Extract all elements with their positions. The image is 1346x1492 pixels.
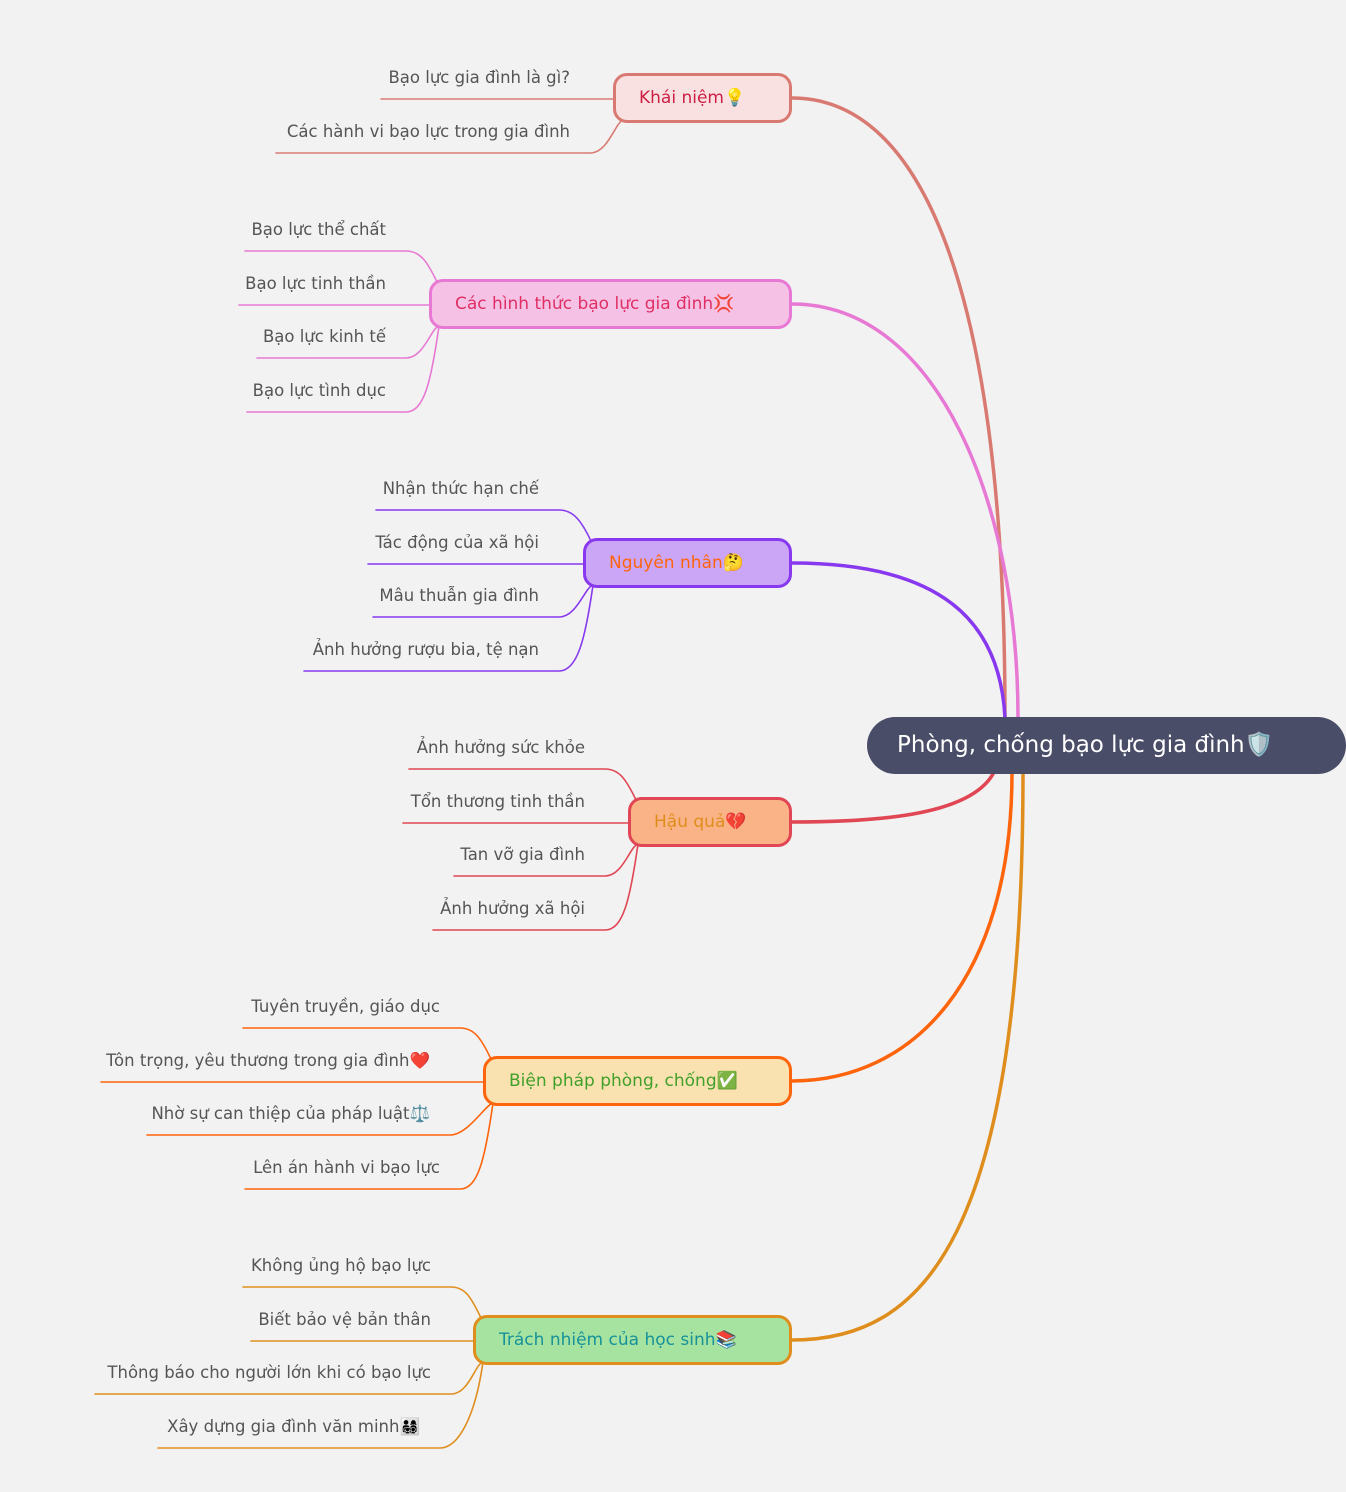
leaf-item[interactable]: Lên án hành vi bạo lực [253,1158,440,1177]
leaf-item[interactable]: Ảnh hưởng sức khỏe [416,738,585,757]
branch-connector [790,770,1025,1342]
leaf-item[interactable]: Xây dựng gia đình văn minh👨‍👩‍👧‍👦 [167,1417,420,1436]
leaf-item[interactable]: Thông báo cho người lớn khi có bạo lực [107,1363,431,1382]
leaf-connector [432,843,639,931]
leaf-item[interactable]: Ảnh hưởng rượu bia, tệ nạn [312,640,539,659]
leaf-connector [242,1286,482,1319]
branch-khai-niem[interactable]: Khái niệm💡 [613,73,792,123]
root-node[interactable]: Phòng, chống bạo lực gia đình🛡️ [867,717,1346,774]
leaf-connector [246,325,440,413]
branch-connector [790,768,997,824]
leaf-connector [157,1361,484,1449]
leaf-connector [375,509,592,542]
leaf-connector [303,584,594,672]
leaf-item[interactable]: Tuyên truyền, giáo dục [251,997,440,1016]
leaf-connector [275,119,624,154]
leaf-connector [244,1102,494,1190]
branch-hau-qua[interactable]: Hậu quả💔 [628,797,792,847]
leaf-connector [408,768,637,801]
leaf-item[interactable]: Tác động của xã hội [375,533,539,552]
leaf-item[interactable]: Bạo lực thể chất [251,220,386,239]
leaf-item[interactable]: Tan vỡ gia đình [460,845,585,864]
leaf-item[interactable]: Bạo lực gia đình là gì? [388,68,570,87]
leaf-item[interactable]: Bạo lực tình dục [252,381,386,400]
leaf-item[interactable]: Các hành vi bạo lực trong gia đình [286,122,570,141]
branch-bien-phap[interactable]: Biện pháp phòng, chống✅ [483,1056,792,1106]
leaf-item[interactable]: Biết bảo vệ bản thân [258,1310,431,1329]
branch-cac-hinh-thuc[interactable]: Các hình thức bạo lực gia đình💢 [429,279,792,329]
leaf-connector [242,1027,492,1060]
leaf-connector [244,250,438,283]
leaf-item[interactable]: Nhận thức hạn chế [382,479,539,498]
leaf-item[interactable]: Bạo lực tinh thần [245,274,386,293]
leaf-item[interactable]: Mâu thuẫn gia đình [379,586,539,605]
branch-connector [790,302,1020,720]
branch-connector [790,770,1014,1083]
branch-trach-nhiem[interactable]: Trách nhiệm của học sinh📚 [473,1315,792,1365]
leaf-item[interactable]: Không ủng hộ bạo lực [250,1256,431,1275]
branch-connector [790,561,1007,720]
branch-nguyen-nhan[interactable]: Nguyên nhân🤔 [583,538,792,588]
leaf-item[interactable]: Tổn thương tinh thần [410,792,585,811]
leaf-item[interactable]: Nhờ sự can thiệp của pháp luật⚖️ [151,1104,430,1123]
leaf-item[interactable]: Tôn trọng, yêu thương trong gia đình❤️ [106,1051,430,1070]
leaf-item[interactable]: Ảnh hưởng xã hội [440,899,585,918]
leaf-item[interactable]: Bạo lực kinh tế [262,327,386,346]
